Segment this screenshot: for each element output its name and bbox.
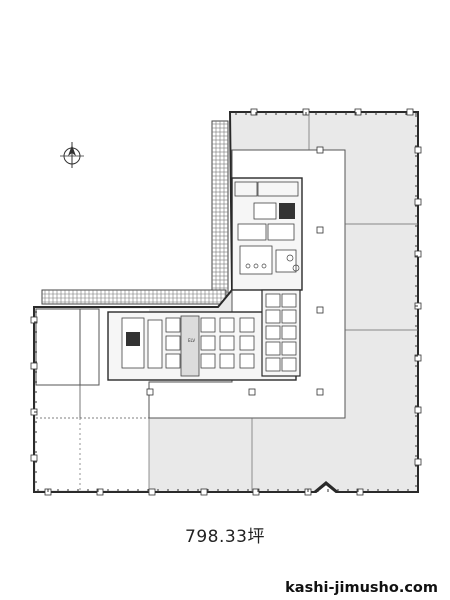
structural-column [248,388,256,396]
elevator-cars [165,317,255,369]
elevator-car [165,317,181,333]
terrace-balcony-horizontal [41,289,227,305]
elevator-car [265,325,281,340]
structural-column [316,388,324,396]
structural-column [252,488,260,496]
elevator-car [281,309,297,324]
elevator-car [200,317,216,333]
elevator-car [165,353,181,369]
elevator-car [281,325,297,340]
structural-column [414,458,422,466]
terrace-balcony-vertical [211,120,229,300]
floor-area-label: 798.33坪 [185,527,265,547]
elevator-car [239,317,255,333]
elevator-car [219,335,235,351]
stair-icon-2 [126,332,140,346]
elevator-car [265,357,281,372]
structural-column [30,316,38,324]
west-room [35,308,100,386]
elevator-car [219,353,235,369]
structural-column [414,250,422,258]
window-mullions [34,112,418,492]
structural-column [146,388,154,396]
building-core [231,177,303,291]
source-watermark: kashi-jimusho.com [285,580,438,596]
stair-icon [279,203,295,219]
elevator-car [265,293,281,308]
elevator-car [200,353,216,369]
structural-column [316,306,324,314]
elevator-car [265,341,281,356]
entrance-notch [313,481,339,493]
structural-column [250,108,258,116]
structural-column [414,406,422,414]
core-small-label: ELV [188,338,195,343]
elevator-car [281,341,297,356]
elevator-car [281,357,297,372]
structural-column [406,108,414,116]
structural-column [354,108,362,116]
structural-column [200,488,208,496]
structural-column [316,146,324,154]
structural-column [316,226,324,234]
structural-column [414,198,422,206]
structural-column [148,488,156,496]
structural-column [414,146,422,154]
elevator-car [239,353,255,369]
elevator-car [200,335,216,351]
elevator-car [239,335,255,351]
structural-column [30,454,38,462]
elevator-car [281,293,297,308]
structural-column [414,354,422,362]
elevator-cars-east [265,293,297,372]
structural-column [356,488,364,496]
structural-column [30,362,38,370]
partition-lines [79,112,418,492]
elevator-car [219,317,235,333]
elevator-car [265,309,281,324]
compass-north-icon [60,142,84,168]
structural-column [96,488,104,496]
elevator-car [165,335,181,351]
